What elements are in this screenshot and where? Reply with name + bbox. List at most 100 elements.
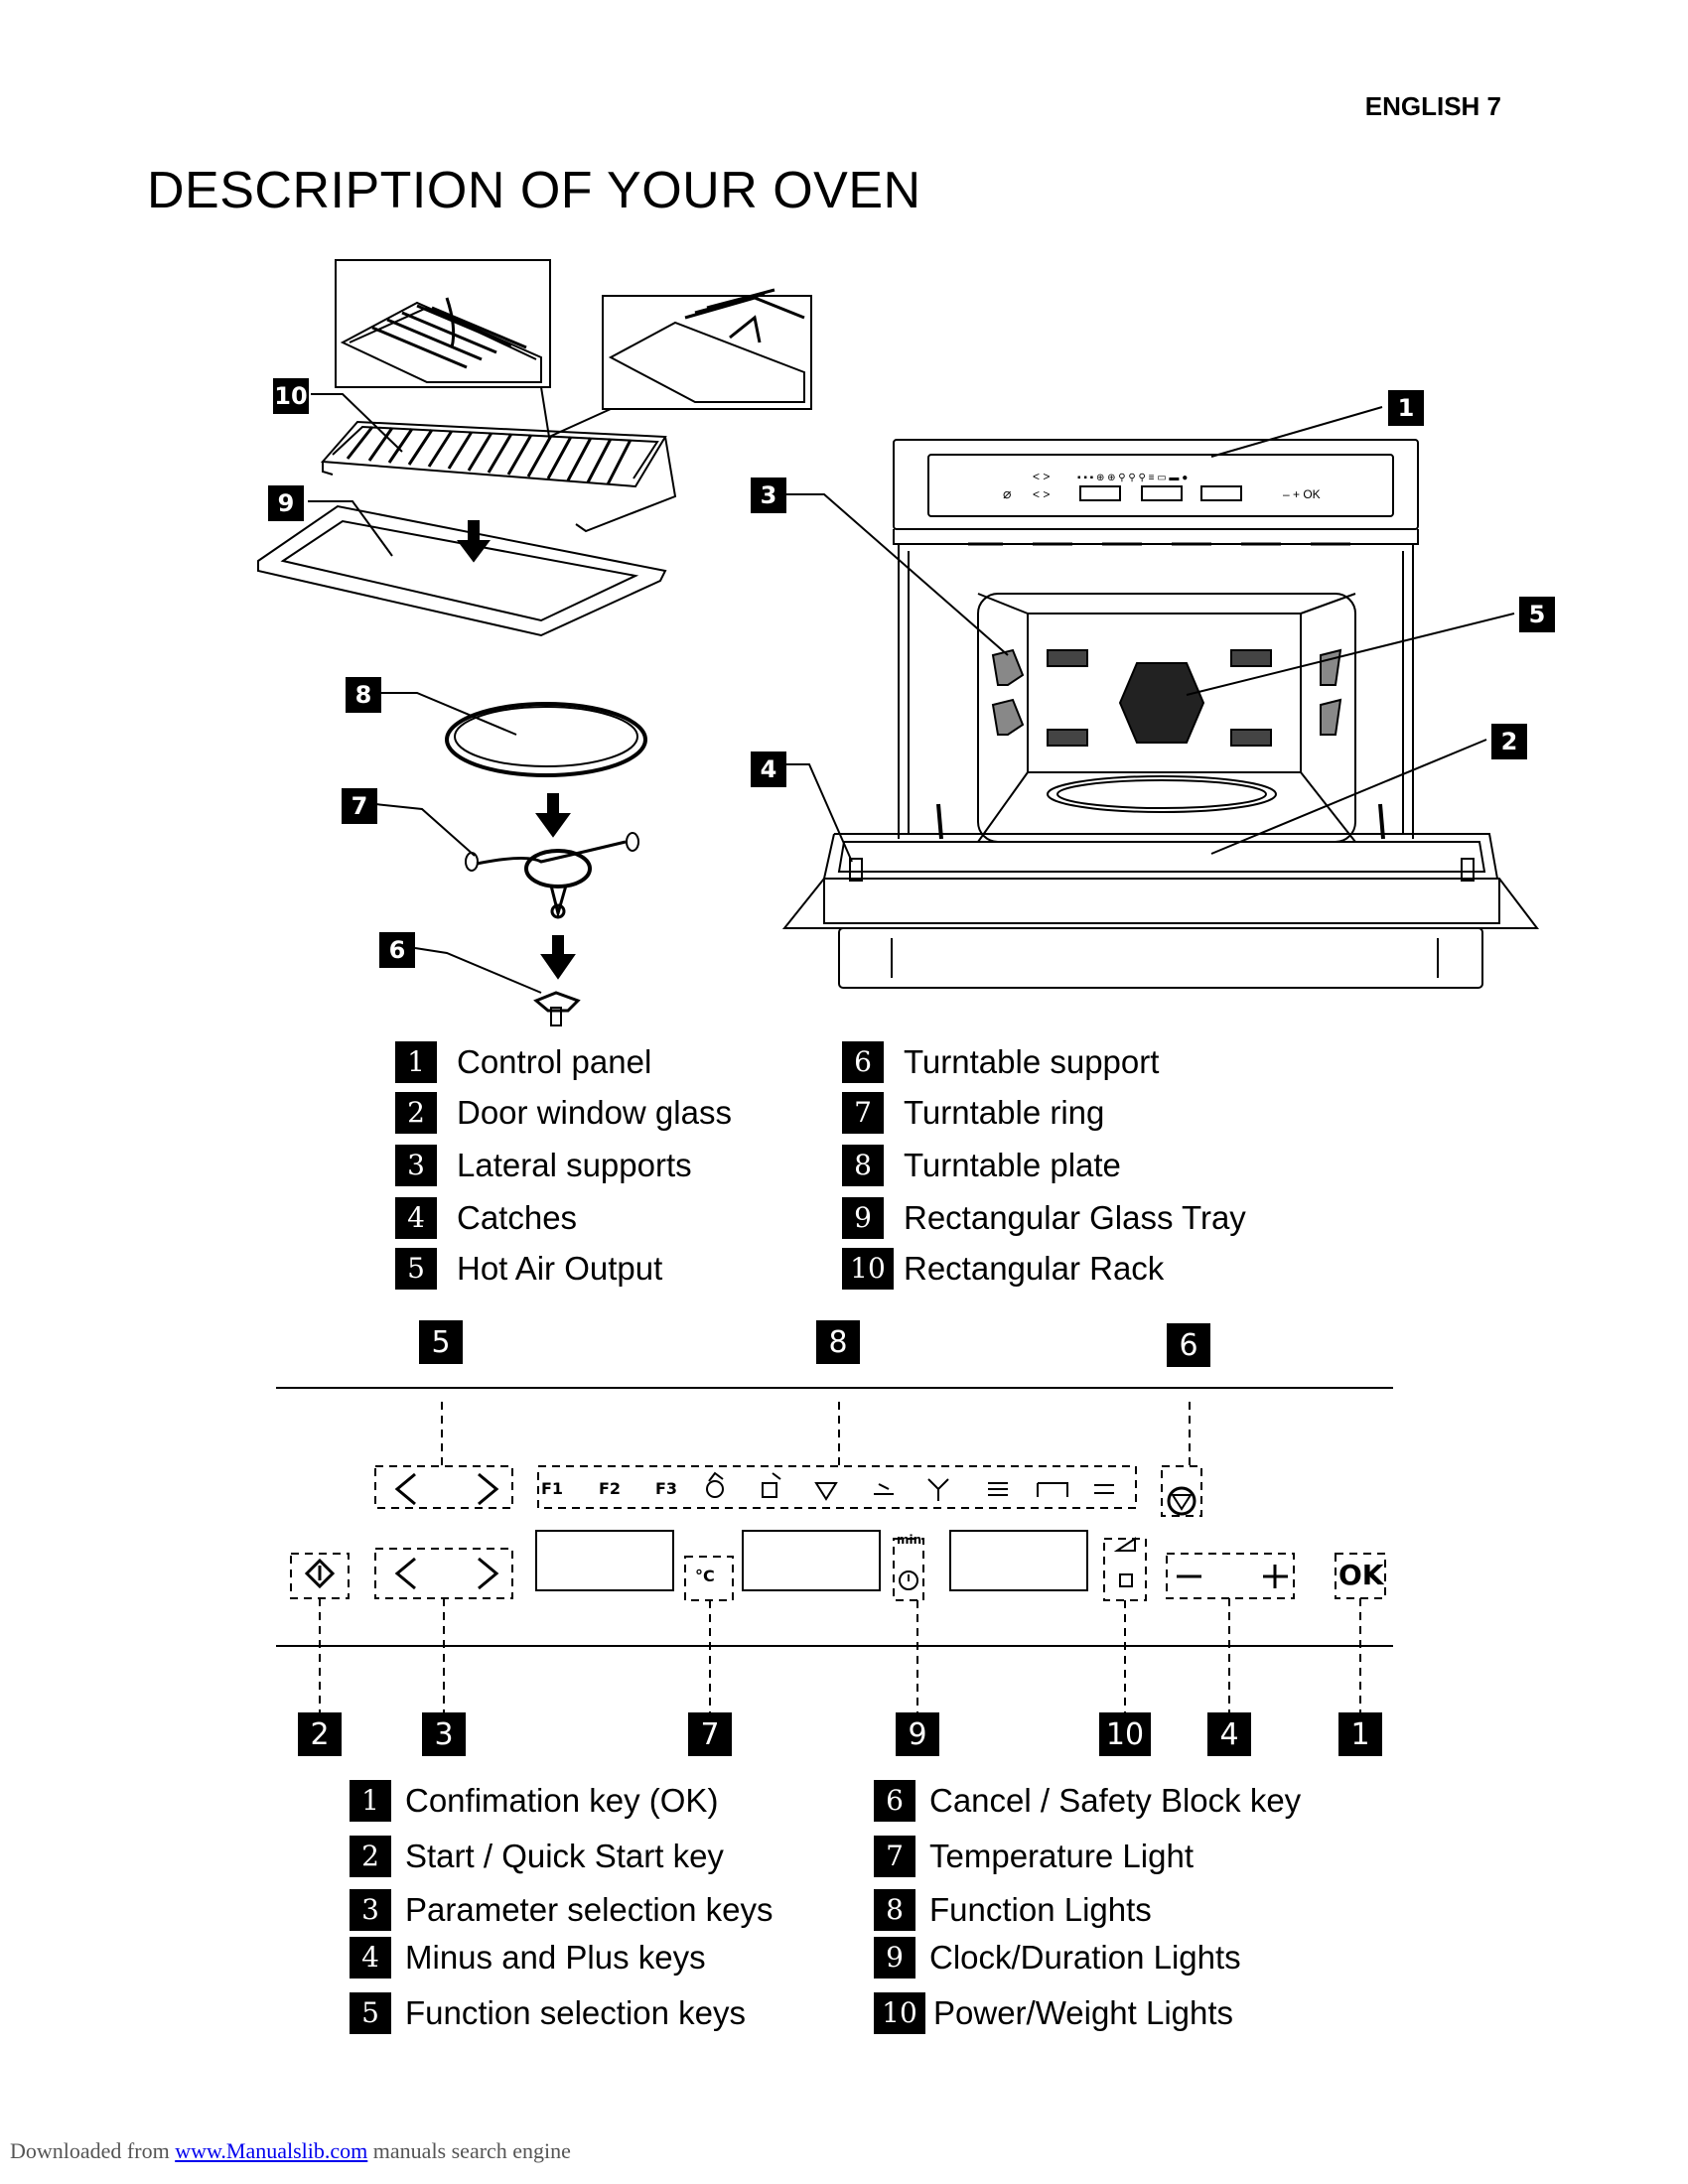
callout-8: 8 (346, 677, 381, 713)
legend-item: 2 Door window glass (395, 1089, 732, 1137)
legend-text: Control panel (457, 1043, 652, 1080)
callout-5: 5 (1519, 597, 1555, 632)
legend-text: Temperature Light (929, 1838, 1194, 1874)
legend-item: 8 Function Lights (874, 1886, 1152, 1934)
legend-text: Lateral supports (457, 1147, 692, 1183)
legend-number: 3 (395, 1145, 437, 1186)
legend-number: 4 (350, 1937, 391, 1979)
panel-callout-8: 8 (816, 1320, 860, 1364)
legend-number: 2 (350, 1836, 391, 1877)
legend-item: 1 Confimation key (OK) (350, 1777, 718, 1825)
legend-item: 5 Function selection keys (350, 1989, 746, 2037)
legend-number: 7 (842, 1092, 884, 1134)
footer-prefix: Downloaded from (10, 2138, 170, 2163)
legend-number: 10 (874, 1992, 925, 2034)
panel-callout-1: 1 (1338, 1712, 1382, 1756)
page-number-label: ENGLISH 7 (1364, 91, 1501, 121)
legend-text: Hot Air Output (457, 1250, 663, 1287)
legend-number: 8 (842, 1145, 884, 1186)
callout-2: 2 (1491, 724, 1527, 759)
legend-item: 6 Cancel / Safety Block key (874, 1777, 1301, 1825)
legend-item: 9 Rectangular Glass Tray (842, 1194, 1246, 1242)
legend-number: 5 (350, 1992, 391, 2034)
minutes-label: min (897, 1533, 922, 1547)
legend-text: Parameter selection keys (405, 1891, 774, 1928)
f3-key-label: F3 (655, 1479, 678, 1498)
legend-number: 9 (842, 1197, 884, 1239)
callout-6: 6 (379, 932, 415, 968)
legend-number: 7 (874, 1836, 915, 1877)
f2-key-label: F2 (599, 1479, 622, 1498)
legend-item: 4 Minus and Plus keys (350, 1934, 706, 1981)
legend-item: 10 Power/Weight Lights (874, 1989, 1233, 2037)
legend-item: 3 Lateral supports (395, 1142, 692, 1189)
manualslib-link[interactable]: www.Manualslib.com (175, 2138, 368, 2163)
svg-text:▪ ▪ ▪ ⊕ ⊕ ⚲ ⚲ ⚲ ≡ ▭ ▬ ●: ▪ ▪ ▪ ⊕ ⊕ ⚲ ⚲ ⚲ ≡ ▭ ▬ ● (1077, 473, 1188, 483)
legend-number: 10 (842, 1248, 894, 1290)
panel-callout-4: 4 (1207, 1712, 1251, 1756)
svg-text:< >: < > (1033, 487, 1050, 501)
legend-item: 7 Temperature Light (874, 1833, 1194, 1880)
legend-text: Confimation key (OK) (405, 1782, 719, 1819)
callout-9: 9 (268, 485, 304, 521)
legend-text: Minus and Plus keys (405, 1939, 706, 1976)
legend-number: 3 (350, 1889, 391, 1931)
rack-detail-inset-left (335, 259, 551, 388)
svg-text:– + OK: – + OK (1283, 487, 1321, 501)
panel-callout-6: 6 (1167, 1323, 1210, 1367)
download-footer: Downloaded from www.Manualslib.com manua… (10, 2138, 571, 2164)
legend-number: 1 (395, 1041, 437, 1083)
legend-text: Rectangular Glass Tray (904, 1199, 1246, 1236)
panel-callout-5: 5 (419, 1320, 463, 1364)
callout-10: 10 (273, 378, 309, 414)
legend-item: 8 Turntable plate (842, 1142, 1121, 1189)
panel-callout-9: 9 (896, 1712, 939, 1756)
legend-item: 1 Control panel (395, 1038, 651, 1086)
svg-text:⌀: ⌀ (1003, 485, 1011, 501)
legend-text: Start / Quick Start key (405, 1838, 724, 1874)
legend-item: 10 Rectangular Rack (842, 1245, 1164, 1293)
legend-number: 5 (395, 1248, 437, 1290)
panel-callout-7: 7 (688, 1712, 732, 1756)
legend-text: Function Lights (929, 1891, 1152, 1928)
legend-number: 8 (874, 1889, 915, 1931)
legend-item: 7 Turntable ring (842, 1089, 1104, 1137)
legend-number: 9 (874, 1937, 915, 1979)
f1-key-label: F1 (541, 1479, 564, 1498)
legend-text: Clock/Duration Lights (929, 1939, 1241, 1976)
legend-item: 6 Turntable support (842, 1038, 1159, 1086)
legend-text: Cancel / Safety Block key (929, 1782, 1302, 1819)
legend-text: Turntable plate (904, 1147, 1121, 1183)
legend-number: 6 (874, 1780, 915, 1822)
temperature-unit-label: °C (695, 1567, 715, 1585)
legend-item: 2 Start / Quick Start key (350, 1833, 724, 1880)
callout-3: 3 (751, 478, 786, 513)
legend-text: Turntable ring (904, 1094, 1105, 1131)
legend-number: 6 (842, 1041, 884, 1083)
svg-text:< >: < > (1033, 470, 1050, 483)
legend-number: 2 (395, 1092, 437, 1134)
panel-callout-3: 3 (422, 1712, 466, 1756)
footer-suffix: manuals search engine (367, 2138, 571, 2163)
page-title: DESCRIPTION OF YOUR OVEN (147, 162, 921, 219)
rack-detail-inset-right (602, 295, 812, 410)
legend-number: 1 (350, 1780, 391, 1822)
legend-item: 4 Catches (395, 1194, 577, 1242)
legend-text: Door window glass (457, 1094, 732, 1131)
legend-item: 9 Clock/Duration Lights (874, 1934, 1241, 1981)
ok-key[interactable]: OK (1338, 1559, 1384, 1591)
legend-text: Rectangular Rack (904, 1250, 1165, 1287)
legend-item: 5 Hot Air Output (395, 1245, 662, 1293)
legend-text: Power/Weight Lights (933, 1994, 1234, 2031)
legend-text: Function selection keys (405, 1994, 747, 2031)
legend-number: 4 (395, 1197, 437, 1239)
panel-callout-10: 10 (1099, 1712, 1151, 1756)
callout-4: 4 (751, 751, 786, 787)
panel-callout-2: 2 (298, 1712, 342, 1756)
legend-text: Catches (457, 1199, 578, 1236)
legend-item: 3 Parameter selection keys (350, 1886, 774, 1934)
callout-1: 1 (1388, 390, 1424, 426)
callout-7: 7 (342, 788, 377, 824)
